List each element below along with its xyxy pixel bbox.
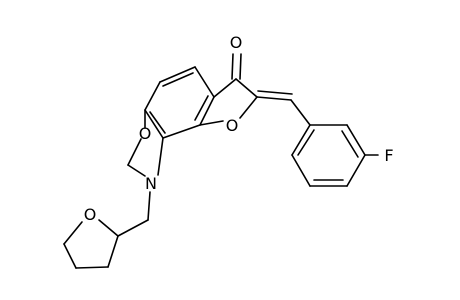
bond <box>117 219 149 237</box>
bond <box>63 243 77 269</box>
bond <box>291 154 311 187</box>
bond <box>157 137 164 176</box>
bond <box>144 109 164 139</box>
bond <box>256 96 292 101</box>
bond <box>147 191 151 221</box>
bond <box>199 120 224 126</box>
carbonyl-oxygen-label: O <box>230 33 243 52</box>
bond <box>127 138 142 166</box>
bond <box>346 154 366 187</box>
bond <box>127 164 146 177</box>
atom-labels: O O O N O F <box>84 33 394 224</box>
bond <box>291 124 311 156</box>
bonds <box>63 53 379 269</box>
bond <box>98 219 119 237</box>
bond <box>144 81 161 111</box>
bond <box>199 96 215 126</box>
bond <box>290 99 311 126</box>
bond <box>231 53 234 80</box>
oxazine-nitrogen-label: N <box>145 174 157 193</box>
bond <box>162 72 194 87</box>
bond <box>239 53 242 80</box>
bond <box>159 66 196 83</box>
bond <box>194 66 215 98</box>
fluorine-label: F <box>384 146 393 165</box>
bond <box>75 266 109 269</box>
bond <box>213 78 237 98</box>
bond <box>341 130 359 158</box>
bond <box>149 111 166 134</box>
bond <box>107 235 119 268</box>
bond <box>239 96 258 119</box>
bond <box>346 124 366 156</box>
bond <box>297 129 315 156</box>
bond <box>257 90 293 95</box>
bond <box>235 78 258 98</box>
bond <box>63 221 83 245</box>
bond <box>162 124 201 139</box>
furan-oxygen-label: O <box>226 116 239 135</box>
bond <box>194 95 209 121</box>
thf-oxygen-label: O <box>84 205 97 224</box>
oxazine-oxygen-label: O <box>139 124 152 143</box>
